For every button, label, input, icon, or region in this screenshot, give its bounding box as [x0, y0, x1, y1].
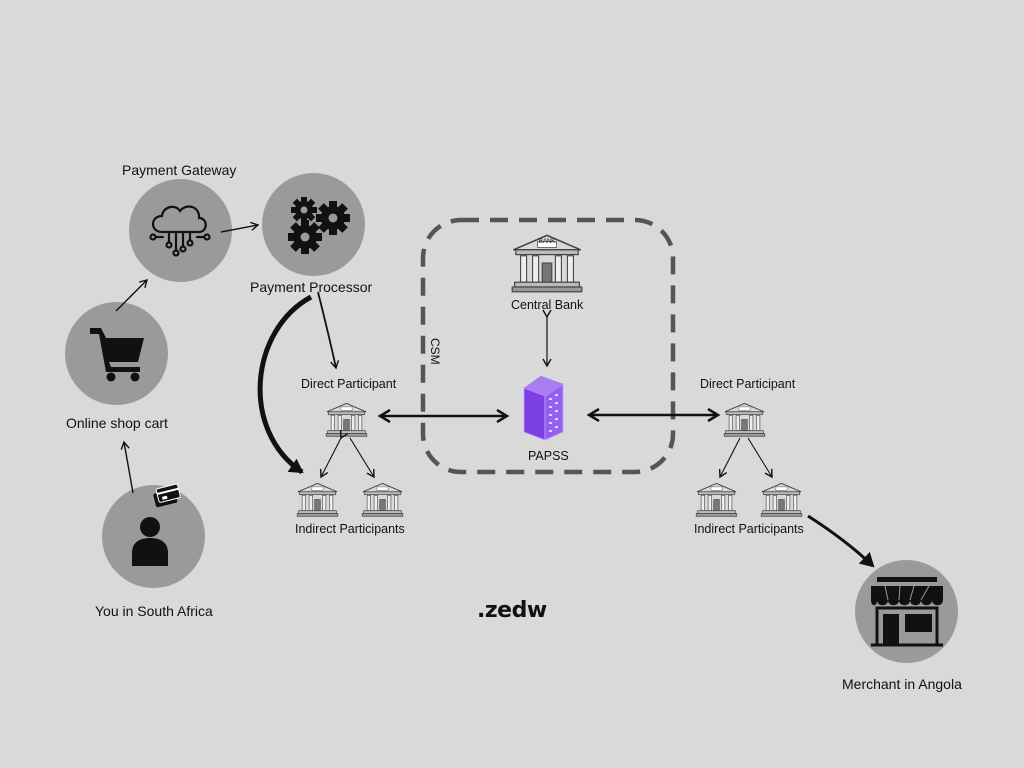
arrow-direct-to-indirect-right-1	[718, 437, 741, 479]
arrow-direct-to-indirect-left-2	[349, 437, 375, 479]
bank-icon-direct-right	[723, 402, 766, 437]
bank-icon-indirect-left-1	[296, 482, 339, 517]
merchant-label: Merchant in Angola	[842, 676, 962, 692]
papss-label: PAPSS	[528, 449, 569, 463]
csm-label: CSM	[428, 338, 442, 365]
arrow-indirect-to-merchant	[807, 514, 875, 568]
customer-node	[102, 485, 205, 588]
arrow-direct-to-indirect-right-2	[747, 437, 773, 479]
indirect-participants-left-label: Indirect Participants	[295, 522, 405, 536]
payment-gateway-node	[129, 179, 232, 282]
arrow-processor-to-direct	[317, 291, 340, 370]
central-bank-label: Central Bank	[511, 298, 584, 312]
arrow-customer-to-cart	[120, 440, 134, 494]
payment-gateway-label: Payment Gateway	[122, 162, 237, 178]
bank-sign-text: BANK	[539, 239, 555, 245]
arrow-cart-to-gateway	[115, 279, 148, 312]
gears-icon	[288, 197, 350, 254]
customer-label: You in South Africa	[95, 603, 213, 619]
arrow-processor-to-indirect	[257, 294, 313, 475]
direct-participant-left-label: Direct Participant	[301, 377, 397, 391]
online-shop-cart-label: Online shop cart	[66, 415, 168, 431]
zedw-logo: .zedw	[477, 598, 547, 623]
bank-icon-direct-left	[325, 402, 368, 437]
arrow-direct-to-indirect-left-1	[319, 429, 349, 479]
payment-processor-label: Payment Processor	[250, 279, 373, 295]
bank-icon-indirect-right-1	[695, 482, 738, 517]
csm-boundary	[420, 217, 676, 475]
shopping-cart-icon	[90, 328, 144, 382]
indirect-participants-right-label: Indirect Participants	[694, 522, 804, 536]
arrow-gateway-to-processor	[220, 221, 260, 233]
cloud-network-icon	[149, 205, 211, 257]
person-card-icon	[132, 483, 181, 566]
bank-icon-indirect-left-2	[361, 482, 404, 517]
store-icon	[871, 577, 943, 647]
direct-participant-right-label: Direct Participant	[700, 377, 796, 391]
server-icon	[523, 376, 564, 441]
bank-icon-indirect-right-2	[760, 482, 803, 517]
